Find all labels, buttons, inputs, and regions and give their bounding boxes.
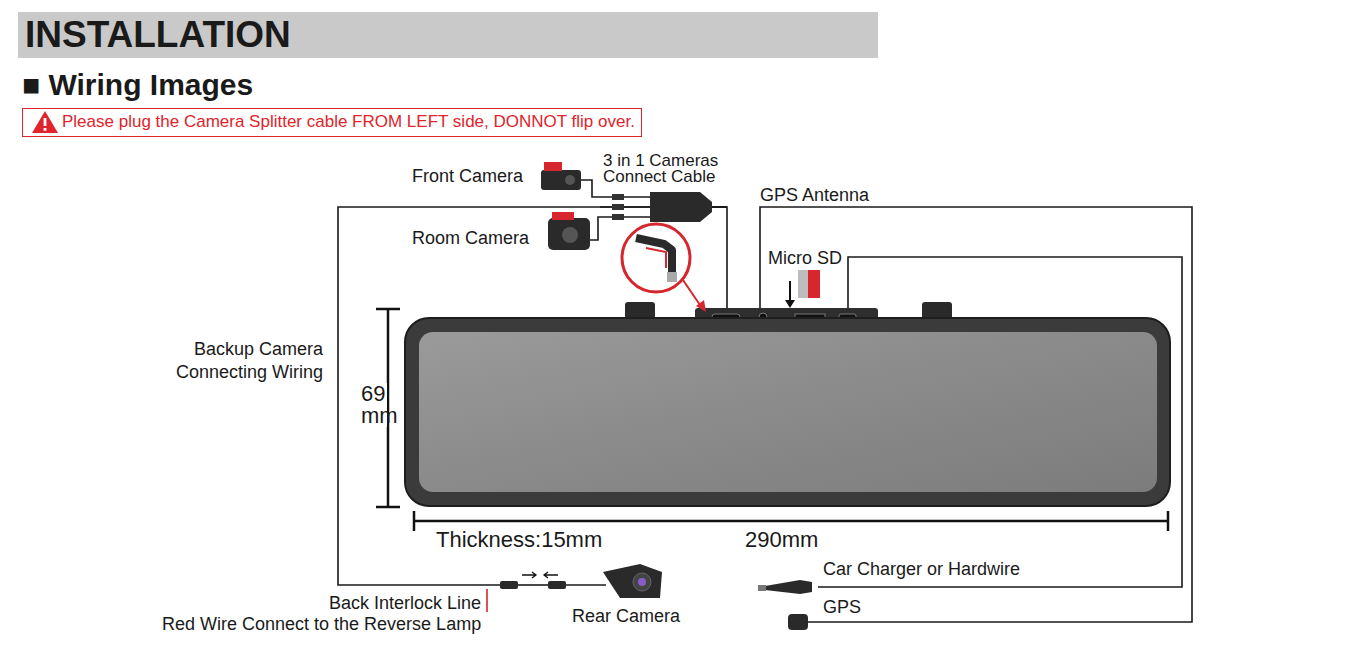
warning-text: Please plug the Camera Splitter cable FR… [62, 113, 635, 132]
plug-callout [622, 224, 706, 312]
part-label: Car Charger or Hardwire [823, 560, 1020, 580]
title-band [18, 12, 878, 58]
part-label: Backup Camera Connecting Wiring [153, 338, 323, 384]
mirror-body [405, 318, 1170, 506]
micro-sd-card [785, 270, 820, 308]
dimension-label: 69 mm [361, 383, 387, 427]
part-label: Rear Camera [572, 607, 680, 627]
part-label: Micro SD [768, 249, 842, 269]
warning-icon [31, 110, 59, 134]
car-charger [758, 580, 812, 594]
part-label: GPS Antenna [760, 186, 869, 206]
part-label: Front Camera [412, 167, 523, 187]
part-label: Back Interlock Line [329, 594, 481, 614]
mirror-screen [419, 332, 1157, 492]
rear-camera [487, 564, 662, 612]
part-label: Room Camera [412, 229, 529, 249]
dimension-label: 290mm [745, 528, 818, 552]
gps-puck [788, 614, 808, 630]
splitter-cable [600, 192, 727, 222]
dimension-label: Thickness:15mm [436, 528, 602, 552]
note-label: Red Wire Connect to the Reverse Lamp [162, 615, 481, 635]
section-heading: ■ Wiring Images [22, 68, 253, 101]
page-title: INSTALLATION [25, 15, 291, 56]
part-label: 3 in 1 Cameras Connect Cable [603, 153, 743, 185]
wires [338, 207, 1192, 622]
warning-box: Please plug the Camera Splitter cable FR… [22, 108, 642, 137]
part-label: GPS [823, 598, 861, 618]
